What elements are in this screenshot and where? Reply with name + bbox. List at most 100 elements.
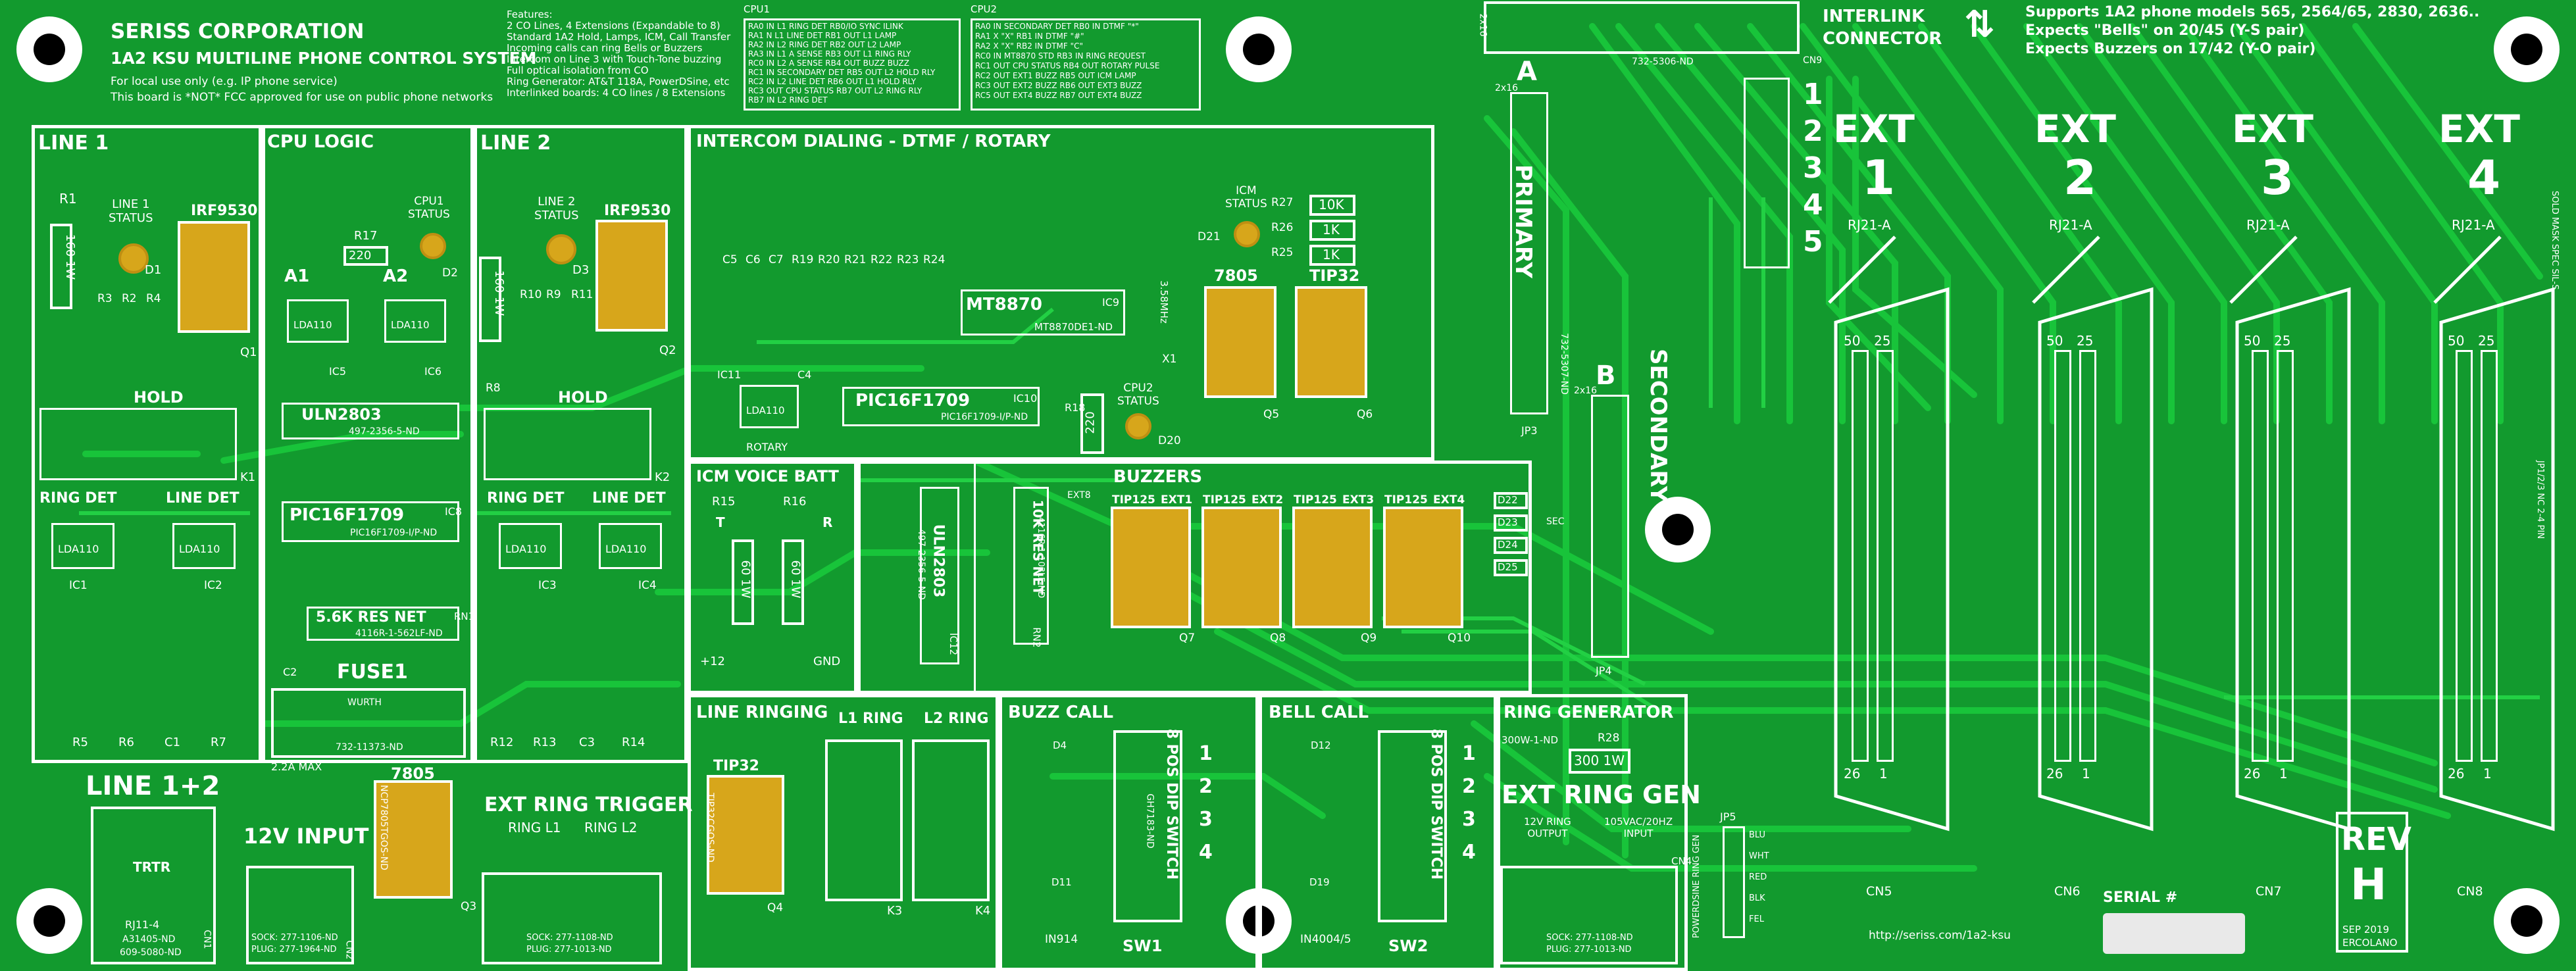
rj21-1-pin25: 25 [1874,333,1891,349]
ext4-cn: CN8 [2457,884,2483,899]
powerdsine-label: POWERDSINE RING GEN [1692,834,1702,939]
ic3-part: LDA110 [505,543,547,555]
rj21-2-pin50: 50 [2046,333,2063,349]
line2-section [474,125,688,763]
sw2-dip-label: 8 POS DIP SWITCH [1428,728,1445,880]
fuse-part: 732-11373-ND [336,742,403,753]
pic-label: PIC16F1709 [290,505,405,525]
feature-line: Ring Generator: AT&T 118A, PowerDSine, e… [507,76,730,87]
cpu1-table-title: CPU1 [744,3,770,15]
r16-label: R16 [783,495,807,509]
jp5-wire-wht: WHT [1749,851,1769,861]
ic2-label: IC2 [204,579,222,592]
usage-note: For local use only (e.g. IP phone servic… [111,75,338,88]
ic10-label: IC10 [1013,392,1038,405]
res-net2-part: 4116R-1-103LF-ND [1036,516,1046,599]
line1-title: LINE 1 [38,132,109,155]
r28-value: 300 1W [1574,753,1625,768]
feature-line: Interlinked boards: 4 CO lines / 8 Exten… [507,87,726,99]
cpu2-row: RC2 OUT EXT1 BUZZ RB5 OUT ICM LAMP [975,71,1136,80]
buzz-ext-4: 4 [1199,841,1213,864]
uln2803-ic12 [920,487,959,664]
tip-t-label: T [716,514,725,530]
interlink-arrows-icon: ⇅ [1964,3,1995,46]
a1-label: A1 [284,266,310,286]
buzzers-title: BUZZERS [1113,467,1203,487]
q8-transistor [1201,507,1282,628]
icm-status-led [1234,221,1260,247]
rev-date: SEP 2019 [2342,924,2389,935]
xtal-freq: 3.58MHz [1157,280,1170,324]
ext1-cn: CN5 [1866,884,1892,899]
sw1-dip-switch[interactable] [1113,730,1182,922]
interlink-num-3: 3 [1803,151,1823,185]
rj21-2-pin-column-b [2079,350,2096,762]
ic9-label: IC9 [1102,296,1120,309]
ic11-label: IC11 [717,368,742,381]
rev-letter: H [2350,859,2387,910]
q8-label: Q8 [1270,632,1286,645]
ext3-conn: RJ21-A [2246,217,2290,233]
gnd-label: GND [813,655,841,668]
feature-line: 2 CO Lines, 4 Extensions (Expandable to … [507,20,720,32]
sw2-dip-switch[interactable] [1378,730,1447,922]
rj21-3-pin1: 1 [2279,766,2288,782]
sw2-label: SW2 [1388,937,1428,955]
buzz-call-title: BUZZ CALL [1008,703,1114,722]
r15-resistor [732,539,754,625]
ext3-cn: CN7 [2256,884,2282,899]
intercom-title: INTERCOM DIALING - DTMF / ROTARY [696,132,1051,151]
k2-label: K2 [655,470,670,484]
rj11-jack [91,807,216,964]
r22-label: R22 [871,253,893,266]
ring-sock-part: SOCK: 277-1108-ND [1546,933,1633,943]
cpu1-row: RA2 IN L2 RING DET RB2 OUT L2 LAMP [748,40,901,49]
ic6-part: LDA110 [391,319,430,331]
bell-ext-3: 3 [1462,808,1476,831]
pic2-part: PIC16F1709-I/P-ND [941,412,1028,422]
q8-part: TIP125 [1203,493,1246,507]
ext1-number: 1 [1862,150,1896,205]
interlink-num-4: 4 [1803,188,1823,222]
r18-resistor [1080,393,1104,454]
r4-label: R4 [146,292,161,305]
interlink-num-1: 1 [1803,78,1823,111]
uln-label: ULN2803 [301,405,382,424]
icm-voice-batt-section [688,461,857,694]
fcc-note: This board is *NOT* FCC approved for use… [111,91,493,104]
jp5-wire-fel: FEL [1749,914,1764,924]
intercom-section [688,125,1434,461]
r7-label: R7 [211,735,226,749]
r15-value: 60 1W [738,560,753,599]
hold-resistor-2 [479,257,501,342]
input12-title: 12V INPUT [243,824,369,849]
cpu1-row: RC3 OUT CPU STATUS RB7 OUT L2 RING RLY [748,86,922,95]
ext2-cn: CN6 [2054,884,2081,899]
interlink-num-5: 5 [1803,225,1823,259]
q1-transistor [178,221,250,333]
ic5-chip [287,299,349,343]
relay-k4 [912,739,990,901]
cpu2-status-led [1125,413,1151,439]
line-ringing-title: LINE RINGING [696,703,828,722]
jp3-label: JP3 [1521,424,1538,437]
pic-chip-cpu2 [842,387,1040,426]
line2-title: LINE 2 [480,132,551,155]
icm-status-label: ICM STATUS [1225,184,1267,211]
support-models: Supports 1A2 phone models 565, 2564/65, … [2025,4,2480,20]
ext-ring-gen-title: EXT RING GEN [1502,780,1701,809]
ic4-chip [599,523,662,569]
line1-status-led [118,243,149,274]
ext2-number: 2 [2063,150,2097,205]
mt-part: MT8870DE1-ND [1034,321,1113,333]
cpu2-row: RC0 IN MT8870 STD RB3 IN RING REQUEST [975,51,1146,61]
r27-value: 10K [1319,197,1344,212]
r26-label: R26 [1271,221,1294,234]
cpu2-row: RC5 OUT EXT4 BUZZ RB7 OUT EXT4 BUZZ [975,91,1142,100]
d21-label: D21 [1198,230,1221,243]
icm-voice-batt-title: ICM VOICE BATT [696,467,839,486]
r25-label: R25 [1271,246,1294,259]
buzz-ext-3: 3 [1199,808,1213,831]
support-bells: Expects "Bells" on 20/45 (Y-S pair) [2025,22,2305,39]
q5-regulator [1204,286,1276,398]
